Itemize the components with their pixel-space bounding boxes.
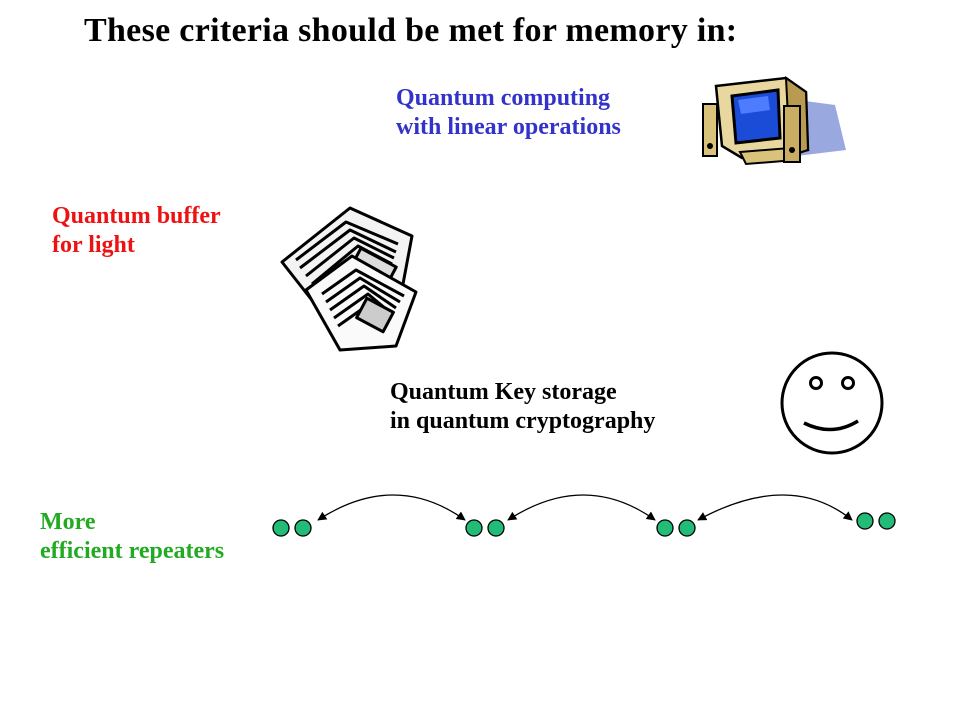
node-3a	[656, 519, 674, 537]
node-1b	[294, 519, 312, 537]
quantum-computing-line-1: Quantum computing	[396, 85, 611, 111]
repeaters-line-1: More	[40, 509, 96, 535]
quantum-key-line-1: Quantum Key storage	[390, 379, 617, 405]
quantum-buffer-line-2: for light	[52, 232, 135, 259]
link-arrow-1	[317, 494, 466, 521]
node-3b	[678, 519, 696, 537]
quantum-computing-line-2: with linear operations	[396, 114, 621, 141]
quantum-key-label: Quantum Key storage in quantum cryptogra…	[390, 378, 655, 437]
slide-title: These criteria should be met for memory …	[84, 12, 738, 49]
link-arrow-2	[507, 494, 656, 521]
node-4b	[878, 512, 896, 530]
node-2a	[465, 519, 483, 537]
quantum-computing-label: Quantum computing with linear operations	[396, 84, 621, 143]
quantum-buffer-line-1: Quantum buffer	[52, 203, 221, 229]
repeaters-line-2: efficient repeaters	[40, 538, 225, 565]
repeaters-label: More efficient repeaters	[40, 508, 224, 567]
node-4a	[856, 512, 874, 530]
node-1a	[272, 519, 290, 537]
node-2b	[487, 519, 505, 537]
quantum-key-line-2: in quantum cryptography	[390, 408, 656, 435]
quantum-buffer-label: Quantum buffer for light	[52, 202, 221, 261]
link-arrow-3	[697, 494, 853, 521]
